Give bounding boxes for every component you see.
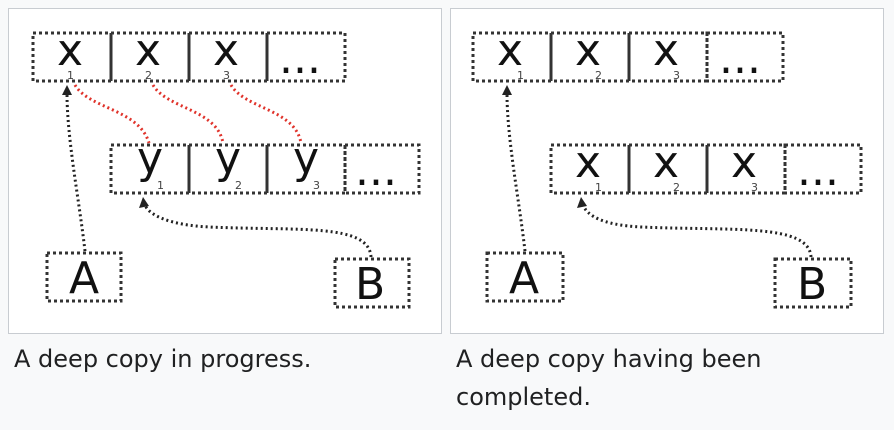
var-b-box — [773, 257, 853, 309]
pointer-b — [581, 204, 813, 258]
var-b-label: B — [355, 259, 385, 310]
caption-completed: A deep copy having been completed. — [456, 345, 762, 411]
top-cell-1-subscript: 1 — [517, 69, 524, 82]
bottom-cell-3-subscript: 3 — [751, 181, 758, 194]
pointer-b-arrowhead — [139, 197, 149, 208]
top-cell-3-label: x — [653, 25, 679, 76]
bottom-cell-2-subscript: 2 — [235, 179, 242, 192]
bottom-cell-1-subscript: 1 — [157, 179, 164, 192]
bottom-cell-1-label: y — [137, 133, 163, 184]
top-cell-ellipsis-label: ... — [279, 33, 321, 84]
bottom-cell-1-label: x — [575, 137, 601, 188]
pointer-a — [505, 92, 527, 252]
top-cell-2-label: x — [135, 25, 161, 76]
var-a-box — [485, 251, 565, 303]
top-cell-3-subscript: 3 — [223, 69, 230, 82]
top-cell-2-subscript: 2 — [595, 69, 602, 82]
bottom-cell-3 — [265, 143, 347, 195]
bottom-cell-ellipsis-label: ... — [355, 145, 397, 196]
top-cell-1-label: x — [57, 25, 83, 76]
top-cell-ellipsis — [265, 31, 347, 83]
top-cell-2-subscript: 2 — [145, 69, 152, 82]
diagram-in-progress: x 1 x 2 x 3 ... y 1 y 2 y 3 ... A B — [31, 25, 421, 310]
pointer-b — [143, 204, 373, 258]
bottom-cell-2-subscript: 2 — [673, 181, 680, 194]
bottom-cell-ellipsis-label: ... — [797, 145, 839, 196]
bottom-cell-ellipsis — [343, 143, 421, 195]
bottom-cell-3-label: y — [293, 133, 319, 184]
diagram-completed: x 1 x 2 x 3 ... x 1 x 2 x 3 ... A B — [471, 25, 863, 310]
var-b-box — [333, 257, 411, 309]
pointer-b-arrowhead — [577, 197, 587, 208]
figure-deep-copy-in-progress: x 1 x 2 x 3 ... y 1 y 2 y 3 ... A B — [8, 8, 442, 334]
bottom-cell-3-subscript: 3 — [313, 179, 320, 192]
top-cell-2-label: x — [575, 25, 601, 76]
pointer-a-arrowhead — [62, 85, 72, 95]
bottom-cell-ellipsis — [783, 143, 863, 195]
copy-link-2 — [151, 84, 225, 144]
bottom-cell-2-label: x — [653, 137, 679, 188]
copy-link-3 — [229, 84, 303, 144]
top-cell-1-label: x — [497, 25, 523, 76]
var-b-label: B — [797, 259, 827, 310]
var-a-label: A — [509, 253, 539, 304]
top-cell-ellipsis — [705, 31, 785, 83]
copy-link-1 — [73, 84, 151, 144]
top-cell-3-label: x — [213, 25, 239, 76]
pointer-a — [65, 92, 87, 252]
figure-deep-copy-completed: x 1 x 2 x 3 ... x 1 x 2 x 3 ... A B — [450, 8, 884, 334]
bottom-cell-3-label: x — [731, 137, 757, 188]
bottom-cell-1-subscript: 1 — [595, 181, 602, 194]
pointer-a-arrowhead — [502, 85, 512, 95]
var-a-label: A — [69, 253, 99, 304]
top-cell-ellipsis-label: ... — [719, 33, 761, 84]
top-cell-3-subscript: 3 — [673, 69, 680, 82]
var-a-box — [45, 251, 123, 303]
top-cell-1-subscript: 1 — [67, 69, 74, 82]
bottom-cell-2-label: y — [215, 133, 241, 184]
caption-in-progress: A deep copy in progress. — [14, 345, 312, 373]
